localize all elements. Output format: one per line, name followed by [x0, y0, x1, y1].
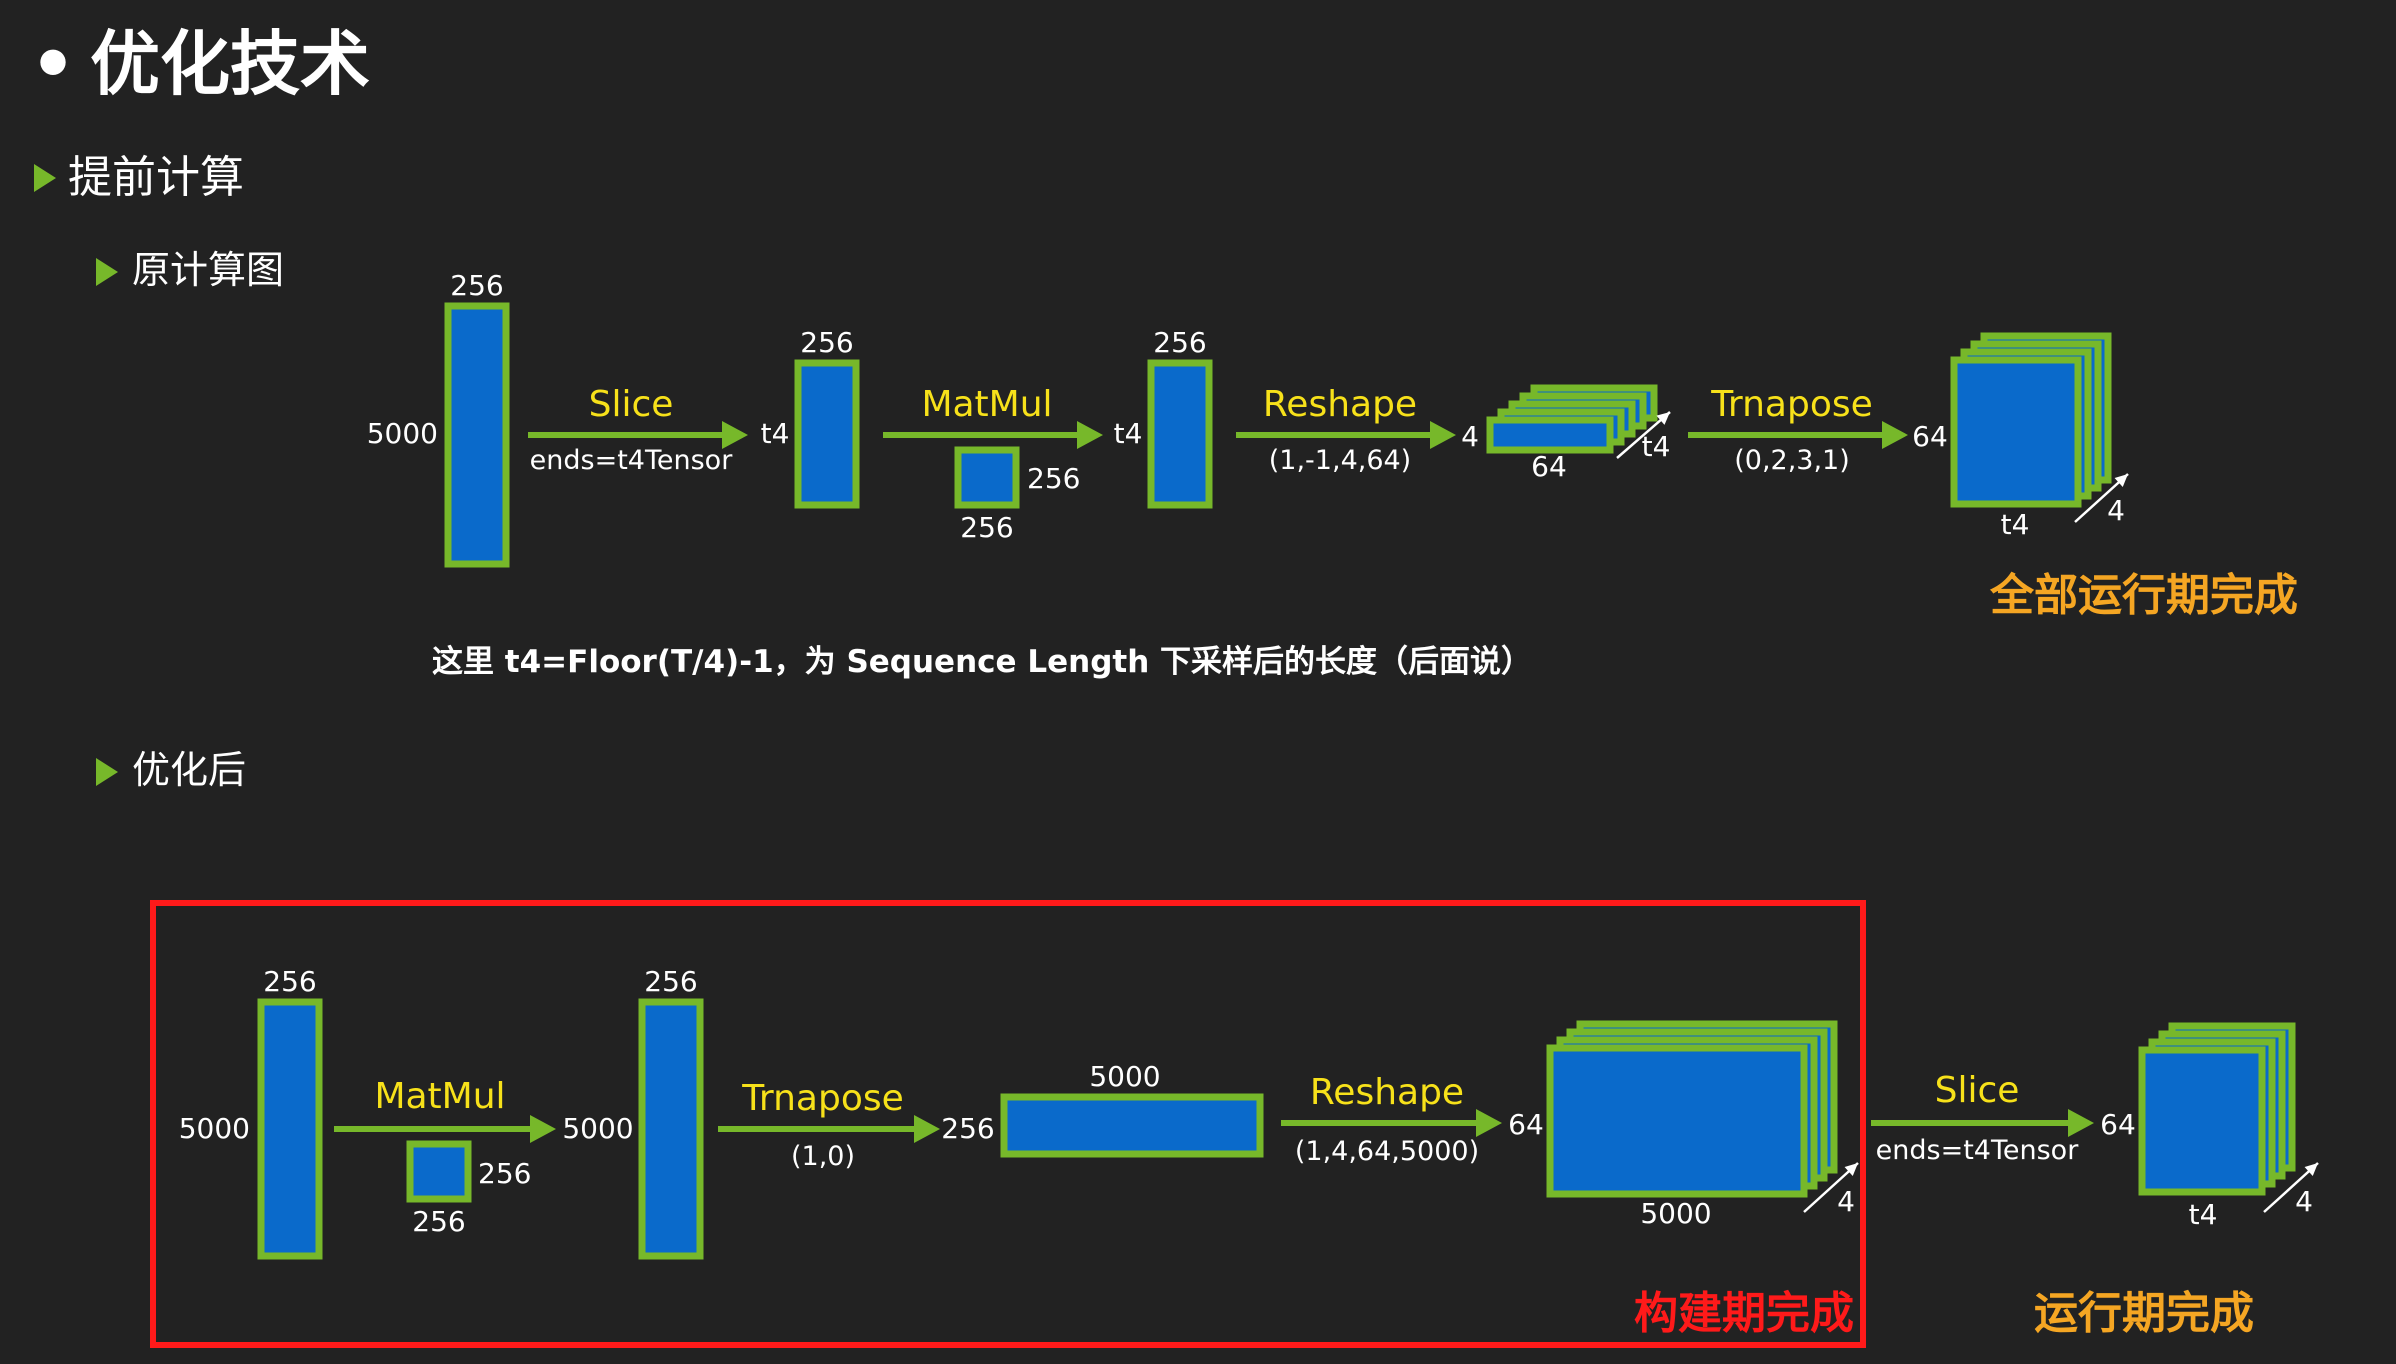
opt-op4-label: Slice — [1935, 1070, 2020, 1111]
orig-out-stack-layer-0 — [1950, 356, 2082, 508]
opt-out-depth-arrow-head — [2304, 1163, 2318, 1176]
section-arrow-icon — [34, 164, 56, 192]
opt-op2-label: Trnapose — [741, 1078, 904, 1119]
opt-t1-block — [638, 998, 704, 1260]
opt-t2-width-label: 5000 — [1089, 1060, 1160, 1093]
original-graph-heading: 原计算图 — [132, 248, 285, 292]
page-title: 优化技术 — [90, 23, 370, 105]
opt-op2-arrow-head — [914, 1115, 940, 1143]
opt-t1-height-label: 5000 — [562, 1112, 633, 1145]
orig-op1-arrow-head — [722, 421, 748, 449]
opt-input-block — [257, 998, 323, 1260]
build-time-region — [150, 900, 1866, 1348]
orig-out-c-label: 4 — [2107, 494, 2125, 527]
orig-t3-depth-arrow-head — [1656, 412, 1670, 425]
section-heading: 提前计算 — [68, 152, 244, 203]
orig-t2-height-label: t4 — [1114, 417, 1143, 450]
orig-t2-block — [1147, 359, 1213, 509]
opt-op3-arrow-head — [1476, 1109, 1502, 1137]
orig-out-b-label: t4 — [2001, 508, 2030, 541]
orig-t1-height-label: t4 — [761, 417, 790, 450]
opt-input-height-label: 5000 — [179, 1112, 250, 1145]
orig-input-height-label: 5000 — [367, 417, 438, 450]
orig-input-width-label: 256 — [450, 269, 503, 302]
optimized-graph-heading: 优化后 — [132, 748, 247, 792]
original-graph-arrow-icon — [96, 258, 118, 286]
orig-op2-label: MatMul — [921, 384, 1052, 425]
opt-out-c-label: 4 — [2295, 1185, 2313, 1218]
opt-out-stack-layer-0 — [2138, 1046, 2266, 1196]
opt-out-a-label: 64 — [2100, 1108, 2136, 1141]
orig-t3-a-label: 4 — [1461, 420, 1479, 453]
orig-op3-arrow-head — [1430, 421, 1456, 449]
orig-op1-label: Slice — [589, 384, 674, 425]
stage-label-build: 构建期完成 — [1634, 1288, 1854, 1339]
orig-input-block — [444, 302, 510, 568]
orig-op4-arg-label: (0,2,3,1) — [1734, 445, 1850, 476]
orig-weight-block — [954, 446, 1020, 509]
orig-op4-label: Trnapose — [1710, 384, 1873, 425]
opt-op1-label: MatMul — [374, 1076, 505, 1117]
opt-t3-b-label: 5000 — [1640, 1197, 1711, 1230]
opt-op2-arg-label: (1,0) — [791, 1141, 855, 1172]
orig-t1-block — [794, 359, 860, 509]
orig-t1-width-label: 256 — [800, 326, 853, 359]
opt-weight-block — [406, 1140, 472, 1203]
orig-op4-arrow-head — [1882, 421, 1908, 449]
orig-op3-label: Reshape — [1263, 384, 1417, 425]
orig-out-a-label: 64 — [1912, 420, 1948, 453]
opt-out-b-label: t4 — [2189, 1198, 2218, 1231]
opt-op3-arg-label: (1,4,64,5000) — [1295, 1136, 1479, 1167]
opt-op3-label: Reshape — [1310, 1072, 1464, 1113]
opt-t3-c-label: 4 — [1837, 1185, 1855, 1218]
orig-op1-arg-label: ends=t4Tensor — [530, 445, 734, 476]
orig-t3-b-label: 64 — [1531, 450, 1567, 483]
stage-label-runtime: 运行期完成 — [2034, 1288, 2254, 1339]
orig-out-depth-arrow-head — [2114, 474, 2128, 487]
orig-t3-stack-layer-0 — [1486, 416, 1614, 454]
opt-t2-block — [1000, 1093, 1264, 1158]
opt-op4-arg-label: ends=t4Tensor — [1876, 1135, 2080, 1166]
orig-op2-arrow-head — [1077, 421, 1103, 449]
optimized-graph-arrow-icon — [96, 758, 118, 786]
opt-t3-a-label: 64 — [1508, 1108, 1544, 1141]
orig-weight-height-label: 256 — [960, 511, 1013, 544]
orig-t2-width-label: 256 — [1153, 326, 1206, 359]
opt-weight-height-label: 256 — [412, 1205, 465, 1238]
opt-input-width-label: 256 — [263, 965, 316, 998]
opt-weight-width-label: 256 — [478, 1157, 531, 1190]
opt-t1-width-label: 256 — [644, 965, 697, 998]
opt-t3-depth-arrow-head — [1844, 1163, 1858, 1176]
orig-op3-arg-label: (1,-1,4,64) — [1269, 445, 1411, 476]
orig-t3-c-label: t4 — [1642, 430, 1671, 463]
stage-label-all-runtime: 全部运行期完成 — [1990, 570, 2298, 621]
orig-weight-width-label: 256 — [1027, 462, 1080, 495]
opt-op4-arrow-head — [2068, 1109, 2094, 1137]
opt-op1-arrow-head — [530, 1115, 556, 1143]
title-bullet: • — [30, 22, 77, 106]
t4-definition-note: 这里 t4=Floor(T/4)-1，为 Sequence Length 下采样… — [432, 644, 1533, 680]
opt-t3-stack-layer-0 — [1546, 1044, 1808, 1198]
opt-t2-height-label: 256 — [941, 1112, 994, 1145]
